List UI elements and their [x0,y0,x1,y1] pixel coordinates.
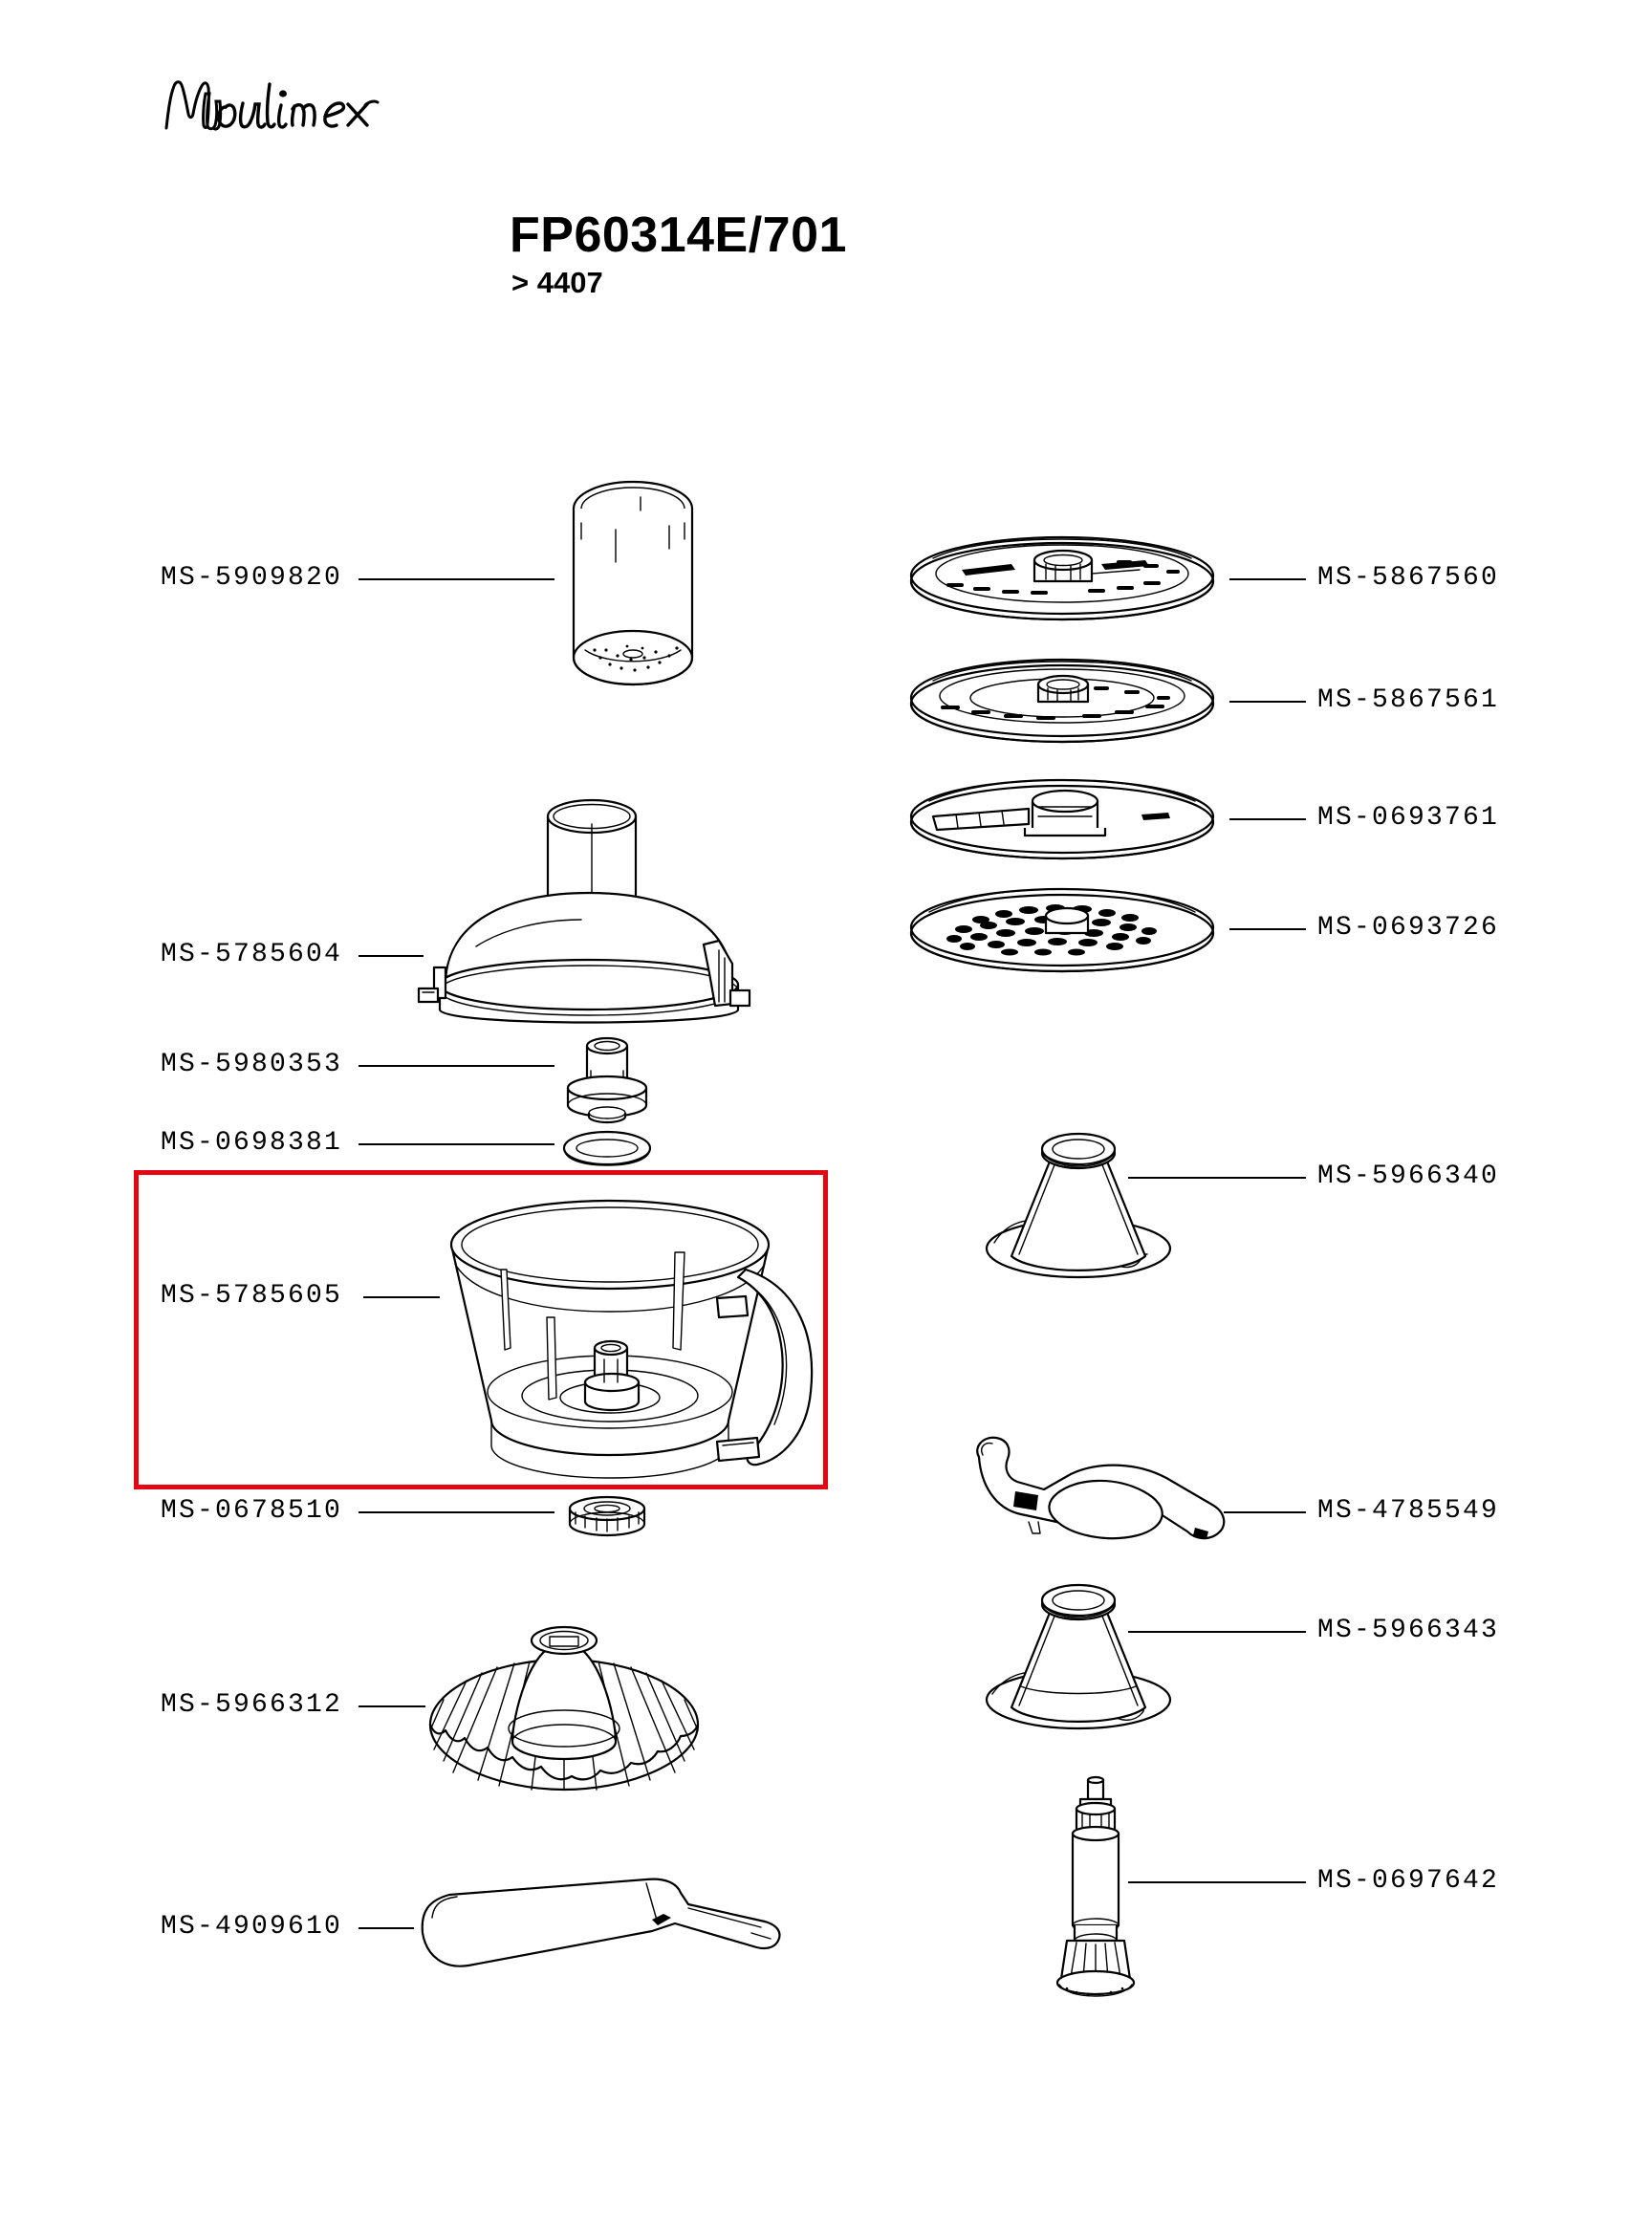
leader-line-ms-0693726 [1229,928,1306,930]
illustration-spatula [411,1874,793,1979]
illustration-citrus-juicer-cone [411,1598,717,1809]
part-label-ms-5966312[interactable]: MS-5966312 [161,1690,343,1720]
leader-line-ms-5909820 [359,578,554,580]
part-label-ms-5966340[interactable]: MS-5966340 [1317,1162,1500,1191]
part-label-ms-0697642[interactable]: MS-0697642 [1317,1866,1500,1896]
illustration-bowl-lid [417,776,761,1034]
leader-line-ms-0693761 [1229,818,1306,820]
part-label-ms-5867561[interactable]: MS-5867561 [1317,685,1500,715]
leader-line-ms-5785604 [359,955,424,957]
part-label-ms-4909610[interactable]: MS-4909610 [161,1912,343,1942]
part-label-ms-5785604[interactable]: MS-5785604 [161,940,343,969]
moulinex-logo [161,75,409,138]
illustration-drive-coupler [554,1029,660,1124]
illustration-slicing-disc-b [904,658,1220,749]
part-label-ms-5966343[interactable]: MS-5966343 [1317,1616,1500,1645]
part-label-ms-5980353[interactable]: MS-5980353 [161,1050,343,1079]
leader-line-ms-0678510 [359,1511,554,1513]
leader-line-ms-5867560 [1229,578,1306,580]
leader-line-ms-5867561 [1229,701,1306,703]
part-label-ms-5909820[interactable]: MS-5909820 [161,563,343,593]
part-label-ms-0693726[interactable]: MS-0693726 [1317,913,1500,943]
leader-line-ms-4909610 [359,1927,414,1929]
leader-line-ms-5785605 [363,1296,440,1298]
part-label-ms-5867560[interactable]: MS-5867560 [1317,563,1500,593]
illustration-drive-nut [554,1491,660,1543]
page-title: FP60314E/701 [510,207,847,263]
leader-line-ms-5966340 [1128,1177,1306,1179]
illustration-slicing-disc-a [904,535,1220,627]
illustration-shredding-disc [904,774,1220,866]
illustration-juicer-strainer-adapter [973,1564,1184,1736]
part-label-ms-0678510[interactable]: MS-0678510 [161,1496,343,1526]
revision-label: > 4407 [511,266,603,299]
leader-line-ms-5980353 [359,1065,554,1067]
part-label-ms-5785605[interactable]: MS-5785605 [161,1281,343,1311]
illustration-work-bowl [430,1195,832,1482]
illustration-drive-shaft [1038,1774,1153,2004]
leader-line-ms-4785549 [1224,1511,1306,1513]
part-label-ms-0693761[interactable]: MS-0693761 [1317,803,1500,833]
leader-line-ms-0697642 [1128,1881,1306,1883]
part-label-ms-0698381[interactable]: MS-0698381 [161,1128,343,1158]
leader-line-ms-5966312 [359,1705,425,1707]
illustration-pusher-measuring-cup [547,470,719,700]
part-label-ms-4785549[interactable]: MS-4785549 [1317,1496,1500,1526]
leader-line-ms-0698381 [359,1143,554,1145]
illustration-grating-disc [904,883,1220,979]
leader-line-ms-5966343 [1128,1631,1306,1633]
illustration-emulsifying-blade [956,1428,1233,1562]
illustration-sealing-ring [556,1126,658,1170]
illustration-juicer-cone-adapter [973,1111,1184,1283]
